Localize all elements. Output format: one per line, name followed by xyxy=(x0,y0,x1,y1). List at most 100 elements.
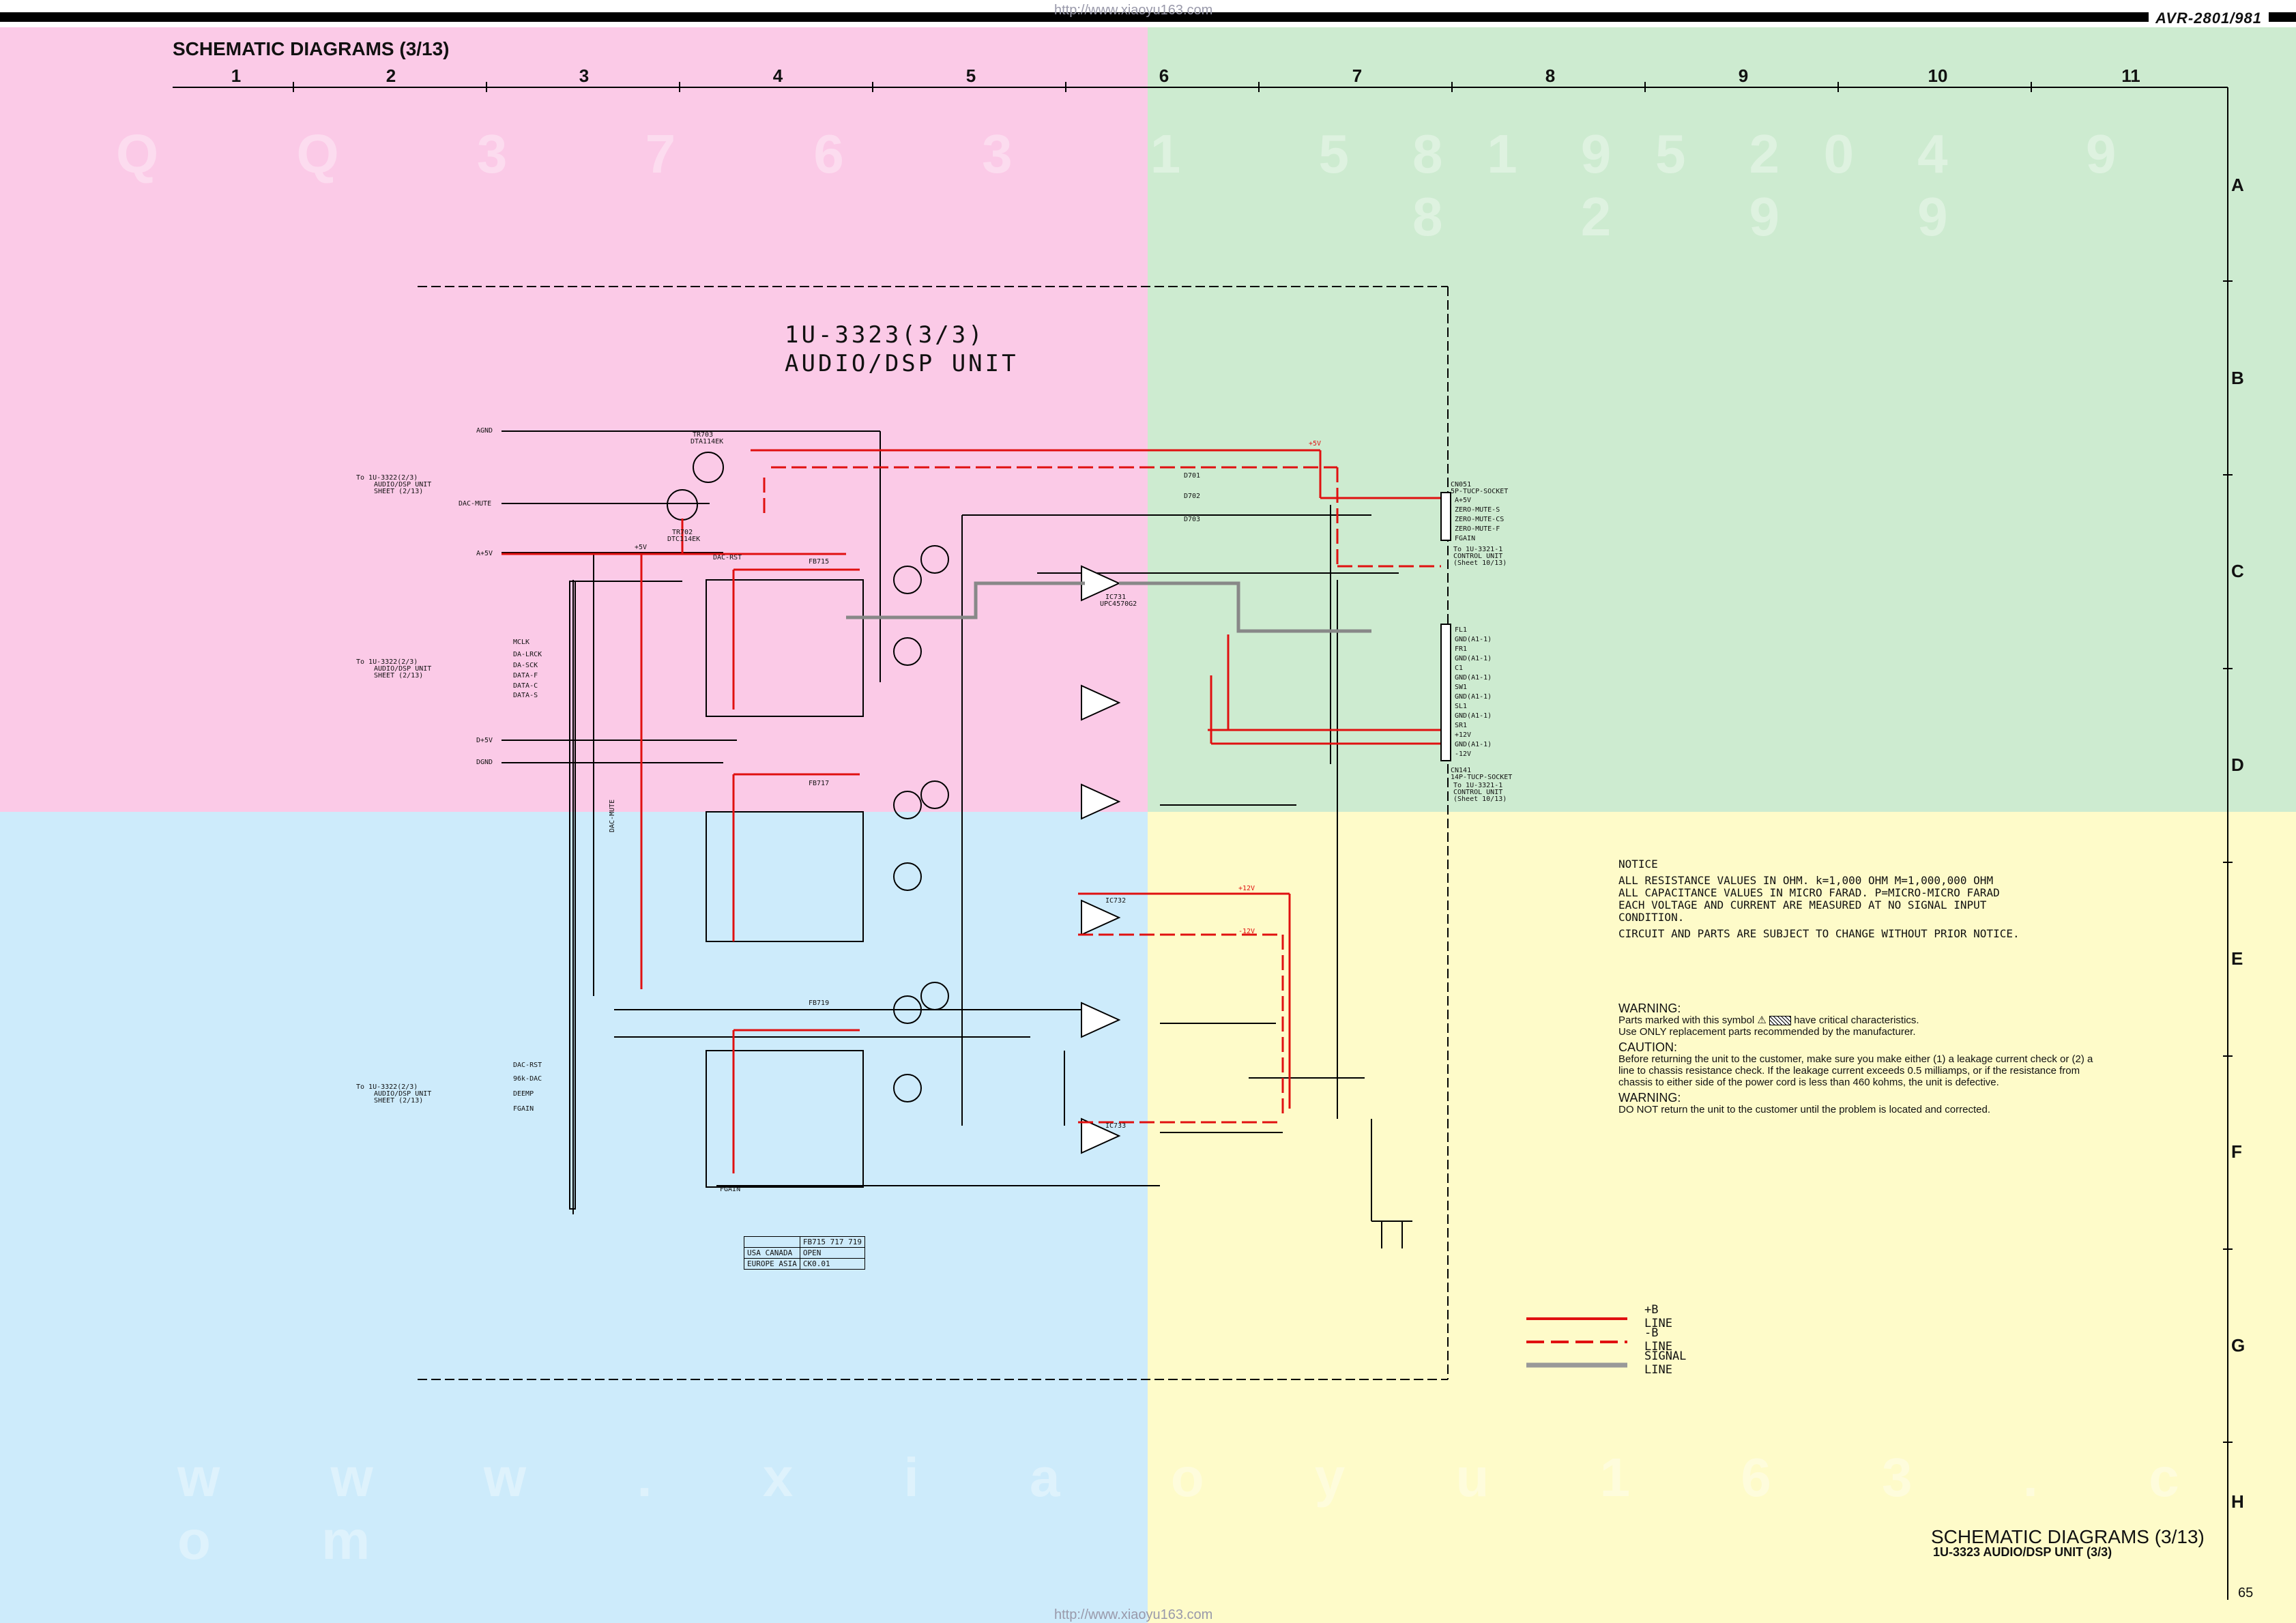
notice-line: CIRCUIT AND PARTS ARE SUBJECT TO CHANGE … xyxy=(1618,927,2020,940)
label-plus5v: +5V xyxy=(635,544,648,551)
label-data-s: DATA-S xyxy=(513,692,538,699)
unit-title: 1U-3323(3/3) AUDIO/DSP UNIT xyxy=(785,321,1019,378)
part-d701: D701 xyxy=(1184,472,1201,480)
model-number: AVR-2801/981 xyxy=(2149,10,2269,27)
cn141-pin: GND(A1-1) xyxy=(1455,655,1492,662)
label-agnd: AGND xyxy=(476,427,493,435)
cn141-pin: GND(A1-1) xyxy=(1455,636,1492,643)
label-to-unit: To 1U-3322(2/3) xyxy=(356,658,418,666)
legend-signal: SIGNAL LINE xyxy=(1644,1349,1687,1377)
label-to-unit: AUDIO/DSP UNIT xyxy=(374,481,432,488)
warning-text-2: DO NOT return the unit to the customer u… xyxy=(1618,1104,1990,1115)
unit-title-line2: AUDIO/DSP UNIT xyxy=(785,350,1019,377)
part-d703: D703 xyxy=(1184,516,1201,523)
cn141-pin: GND(A1-1) xyxy=(1455,674,1492,682)
cn141-to: To 1U-3321-1 xyxy=(1453,782,1503,789)
label-to-unit: SHEET (2/13) xyxy=(374,488,424,495)
label-a5v: A+5V xyxy=(476,550,493,557)
part-ic733: IC733 xyxy=(1105,1122,1127,1130)
part-tr703: TR703 xyxy=(693,431,714,439)
cn141-to: CONTROL UNIT xyxy=(1453,789,1503,796)
dac-chips xyxy=(706,579,864,1188)
footer-title: SCHEMATIC DIAGRAMS (3/13) xyxy=(1931,1526,2205,1547)
label-to-unit: To 1U-3322(2/3) xyxy=(356,1083,418,1091)
cn051-to: To 1U-3321-1 xyxy=(1453,546,1503,553)
part-fb717: FB717 xyxy=(809,780,830,787)
cn141-pin: GND(A1-1) xyxy=(1455,741,1492,748)
watermark-digits: Q Q 3 7 6 3 1 5 1 5 0 xyxy=(116,123,1916,184)
label-da-lrck: DA-LRCK xyxy=(513,651,542,658)
cn141-pin: GND(A1-1) xyxy=(1455,712,1492,720)
connector-pins xyxy=(1440,492,1451,761)
label-to-unit: SHEET (2/13) xyxy=(374,672,424,679)
grid-column-label: 5 xyxy=(965,65,976,86)
warning-block: WARNING: Parts marked with this symbol ⚠… xyxy=(1618,1001,2110,1120)
grid-row-label: D xyxy=(2231,755,2244,775)
footer-subtitle: 1U-3323 AUDIO/DSP UNIT (3/3) xyxy=(1933,1545,2112,1559)
part-ic732: IC732 xyxy=(1105,897,1127,905)
grid-column-label: 6 xyxy=(1159,65,1169,86)
grid-column-label: 3 xyxy=(579,65,590,86)
watermark-digits-2: 8 9 2 4 9 8 2 9 9 xyxy=(1412,123,2178,247)
grid-row-label: H xyxy=(2231,1491,2244,1512)
cn141-pin: SL1 xyxy=(1455,703,1468,710)
url-bottom[interactable]: http://www.xiaoyu163.com xyxy=(1054,1607,1213,1622)
cn141-pin: +12V xyxy=(1455,731,1472,739)
label-deemp: DEEMP xyxy=(513,1090,534,1098)
signal-line-highlight xyxy=(846,581,1371,633)
label-to-unit: AUDIO/DSP UNIT xyxy=(374,1090,432,1098)
plus-b-lines xyxy=(502,449,1441,1173)
label-da-sck: DA-SCK xyxy=(513,662,538,669)
cn051-to: (Sheet 10/13) xyxy=(1453,559,1507,567)
cn141-pin: GND(A1-1) xyxy=(1455,693,1492,701)
cn141-pin: -12V xyxy=(1455,750,1472,758)
hatched-box-icon xyxy=(1769,1016,1792,1026)
grid-column-label: 8 xyxy=(1545,65,1556,86)
legend-lines xyxy=(1526,1317,1627,1368)
caution-title: CAUTION: xyxy=(1618,1040,1678,1054)
warning-title: WARNING: xyxy=(1618,1001,1681,1015)
legend-minus-b: -B LINE xyxy=(1644,1326,1672,1354)
table-header: FB715 717 719 xyxy=(799,1236,865,1248)
grid-row-label: G xyxy=(2231,1335,2246,1356)
url-top[interactable]: http://www.xiaoyu163.com xyxy=(1054,3,1213,18)
warning-title-2: WARNING: xyxy=(1618,1091,1681,1105)
label-dac-mute: DAC-MUTE xyxy=(459,500,492,508)
rail-plus5v: +5V xyxy=(1309,440,1322,448)
label-dac-mute-vertical: DAC-MUTE xyxy=(609,799,616,832)
cn051-pin: ZERO-MUTE-S xyxy=(1455,506,1500,514)
cn051-pin: FGAIN xyxy=(1455,535,1476,542)
part-fb715: FB715 xyxy=(809,558,830,566)
warning-text: Parts marked with this symbol ⚠ have cri… xyxy=(1618,1014,1919,1038)
part-tr702: TR702 xyxy=(672,529,693,536)
minus-b-lines xyxy=(763,466,1441,1124)
signal-wiring xyxy=(502,430,1399,1221)
part-tr703-type: DTA114EK xyxy=(691,438,724,445)
grid-row-label: A xyxy=(2231,175,2244,195)
cn141-pin: FL1 xyxy=(1455,626,1468,634)
grid-column-label: 1 xyxy=(231,65,242,86)
quadrant-bottom-right xyxy=(1148,812,2296,1623)
grid-column-label: 11 xyxy=(2121,65,2140,86)
watermark-site: w w w . x i a o y u 1 6 3 . c o m xyxy=(177,1447,2227,1570)
grid-column-label: 9 xyxy=(1738,65,1749,86)
op-amp-triangles xyxy=(1081,565,1121,1154)
label-to-unit: SHEET (2/13) xyxy=(374,1097,424,1105)
ground-caps xyxy=(1371,1220,1412,1248)
part-ic731: IC731 xyxy=(1105,594,1127,601)
label-data-c: DATA-C xyxy=(513,682,538,690)
label-96k-dac: 96k-DAC xyxy=(513,1075,542,1083)
cn051-type: 5P-TUCP-SOCKET xyxy=(1451,488,1509,495)
cn051-to: CONTROL UNIT xyxy=(1453,553,1503,560)
label-dac-rst: DAC-RST xyxy=(513,1062,542,1069)
part-tr702-type: DTC114EK xyxy=(667,536,701,543)
page-number: 65 xyxy=(2238,1585,2254,1600)
part-ic-type: UPC4570G2 xyxy=(1100,600,1137,608)
grid-column-label: 4 xyxy=(772,65,783,86)
part-dac-rst: DAC-RST xyxy=(713,554,742,561)
label-data-f: DATA-F xyxy=(513,672,538,679)
label-d45v: D+5V xyxy=(476,737,493,744)
